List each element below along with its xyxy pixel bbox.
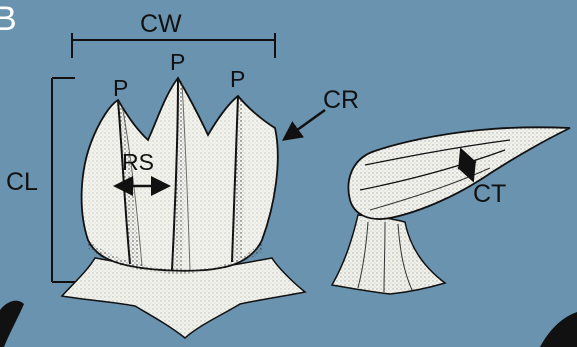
scale-side-view xyxy=(332,127,570,294)
panel-label: B xyxy=(0,0,17,38)
p-label-left: P xyxy=(113,75,128,101)
cw-label: CW xyxy=(140,10,182,38)
p-label-center: P xyxy=(170,49,185,75)
cr-arrow xyxy=(286,110,325,138)
cl-bracket xyxy=(52,78,75,282)
right-edge-fragment xyxy=(540,312,577,347)
left-edge-fragment xyxy=(0,301,24,347)
cl-label: CL xyxy=(6,168,38,196)
ct-label: CT xyxy=(473,180,506,208)
scale-front-view xyxy=(62,78,305,338)
p-label-right: P xyxy=(230,66,245,92)
cr-label: CR xyxy=(323,86,359,114)
rs-label: RS xyxy=(122,149,154,175)
